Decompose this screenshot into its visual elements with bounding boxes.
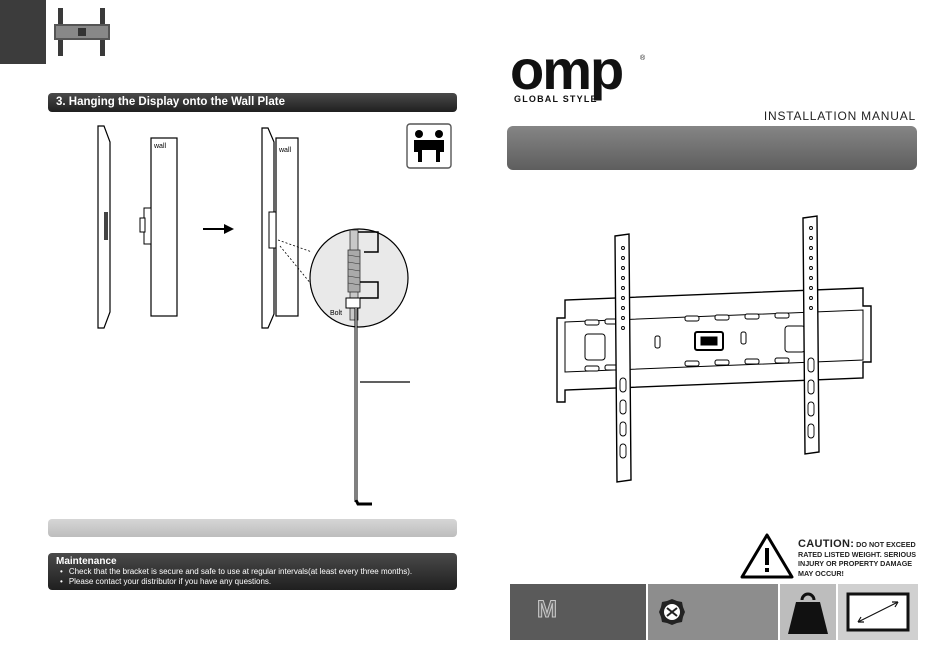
spec-footer: M xyxy=(510,584,918,640)
maintenance-heading: Maintenance xyxy=(56,556,117,567)
hanging-diagram: wall wall Bolt xyxy=(97,123,452,506)
wall-right xyxy=(275,137,299,317)
svg-text:wall: wall xyxy=(153,143,167,150)
weight-cell xyxy=(780,584,836,640)
vesa-icon xyxy=(659,599,685,625)
screen-size-cell xyxy=(838,584,918,640)
model-cell: M xyxy=(510,584,646,640)
model-letter: M xyxy=(537,596,558,624)
warning-triangle-icon xyxy=(740,533,794,579)
caution-message: DO NOT EXCEED RATED LISTED WEIGHT. SERIO… xyxy=(798,540,917,578)
section-header: 3. Hanging the Display onto the Wall Pla… xyxy=(48,93,457,112)
wall-plate-product-image xyxy=(556,215,872,483)
caution-word: CAUTION: xyxy=(798,538,855,550)
weight-icon xyxy=(788,592,828,634)
wall-mount-thumbnail-icon xyxy=(54,8,110,56)
maintenance-item: Check that the bracket is secure and saf… xyxy=(56,567,449,577)
caution-notice: CAUTION: DO NOT EXCEED RATED LISTED WEIG… xyxy=(798,538,928,578)
omp-logo: omp ® GLOBAL STYLE xyxy=(510,50,646,104)
manual-title: INSTALLATION MANUAL xyxy=(763,109,916,123)
maintenance-box: Maintenance Check that the bracket is se… xyxy=(48,553,457,590)
maintenance-item: Please contact your distributor if you h… xyxy=(56,577,449,587)
svg-text:®: ® xyxy=(640,54,646,62)
svg-text:omp: omp xyxy=(510,50,622,101)
wall-left xyxy=(150,137,178,317)
svg-text:GLOBAL STYLE: GLOBAL STYLE xyxy=(514,94,598,104)
screen-size-icon xyxy=(846,592,910,632)
page-corner-tab xyxy=(0,0,46,64)
section-divider-bar xyxy=(48,519,457,537)
title-banner xyxy=(507,126,917,170)
svg-text:wall: wall xyxy=(278,147,292,154)
tv-profile-right xyxy=(261,127,275,329)
vesa-cell xyxy=(648,584,778,640)
svg-text:Bolt: Bolt xyxy=(330,310,342,317)
arrow-icon xyxy=(224,224,234,234)
